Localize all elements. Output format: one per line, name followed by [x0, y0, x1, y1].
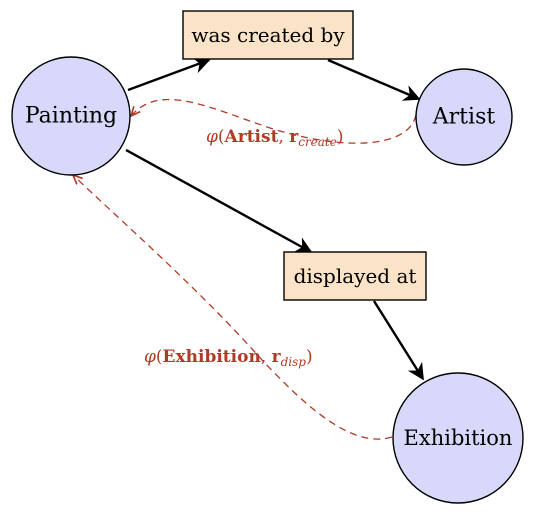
relation-displayed-at[interactable]: displayed at — [283, 251, 427, 301]
edge-displayed-to-exhibition — [372, 300, 425, 381]
separator: , — [278, 127, 289, 147]
edge-painting-to-displayed — [125, 148, 313, 254]
exhibition-circle — [392, 372, 524, 504]
entity-name: Artist — [224, 127, 279, 147]
painting-circle — [11, 56, 131, 176]
close-paren: ) — [337, 127, 344, 147]
open-paren: ( — [218, 127, 225, 147]
relation-subscript: create — [298, 135, 337, 149]
dashed-artist-to-painting — [131, 98, 417, 144]
exhibition-label: Exhibition — [404, 426, 513, 450]
displayed-box — [283, 251, 427, 301]
artist-label: Artist — [432, 105, 496, 130]
edge-painting-to-created — [127, 57, 211, 92]
node-painting[interactable]: Painting — [11, 56, 131, 176]
created-label: was created by — [191, 23, 345, 47]
annotation-artist-create: φ(Artist, rcreate) — [206, 127, 344, 149]
painting-label: Painting — [25, 104, 117, 129]
dashed-exhibition-to-painting — [73, 175, 393, 440]
node-artist[interactable]: Artist — [415, 68, 513, 166]
entity-name: Exhibition — [163, 347, 261, 367]
separator: , — [261, 347, 272, 367]
edge-created-to-artist — [327, 58, 421, 101]
relation-subscript: disp — [281, 355, 307, 369]
artist-circle — [415, 68, 513, 166]
node-exhibition[interactable]: Exhibition — [392, 372, 524, 504]
open-paren: ( — [156, 347, 163, 367]
relation-was-created-by[interactable]: was created by — [182, 10, 354, 60]
relation-vector: r — [289, 127, 299, 147]
phi-symbol: φ — [206, 127, 218, 147]
relation-vector: r — [272, 347, 282, 367]
close-paren: ) — [306, 347, 313, 367]
phi-symbol: φ — [144, 347, 156, 367]
created-box — [182, 10, 354, 60]
annotation-exhibition-disp: φ(Exhibition, rdisp) — [144, 347, 313, 369]
displayed-label: displayed at — [294, 264, 417, 288]
